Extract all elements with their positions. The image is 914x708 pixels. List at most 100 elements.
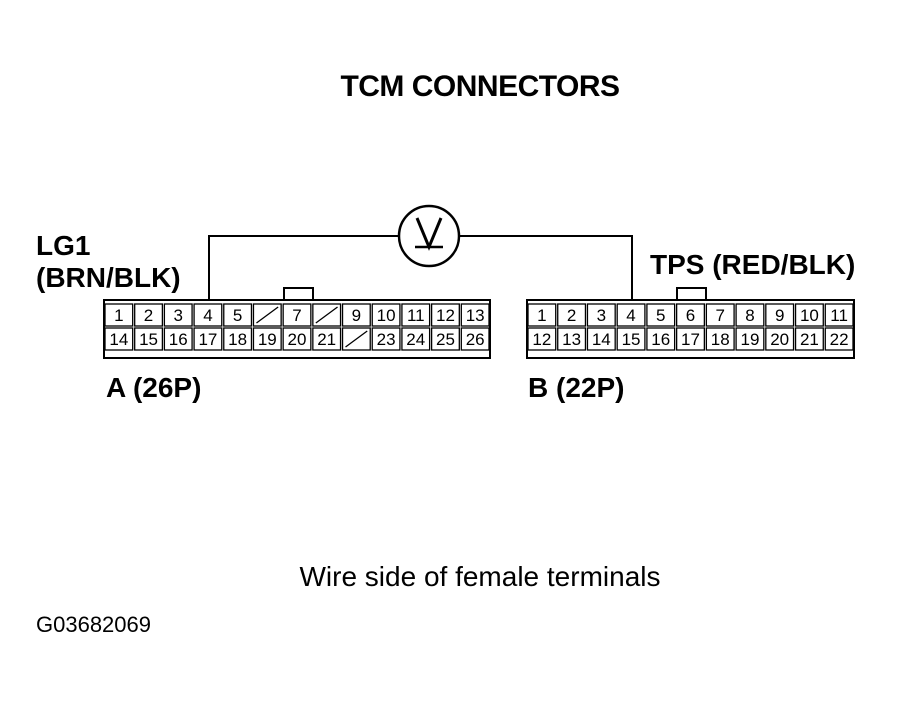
terminal-number: 7 (715, 306, 724, 325)
terminal-cell (312, 327, 342, 351)
terminal-cell (104, 327, 134, 351)
terminal-cell (527, 303, 557, 327)
terminal-cell (824, 327, 854, 351)
terminal-number: 11 (830, 306, 848, 325)
terminal-number: 8 (745, 306, 754, 325)
connector-b-wire-label: TPS (RED/BLK) (650, 249, 856, 280)
terminal-number: 15 (139, 330, 158, 349)
unused-terminal-slash (345, 330, 368, 348)
terminal-cell (401, 303, 431, 327)
terminal-number: 3 (173, 306, 182, 325)
terminal-number: 16 (651, 330, 670, 349)
terminal-cell (586, 327, 616, 351)
terminal-cell (675, 303, 706, 327)
terminal-cell (163, 327, 193, 351)
terminal-number: 26 (466, 330, 485, 349)
unused-terminal-slash (315, 306, 338, 324)
terminal-cell (282, 327, 312, 351)
terminal-cell (104, 303, 134, 327)
terminal-number: 7 (292, 306, 301, 325)
connector-a-label: A (26P) (106, 372, 202, 403)
terminal-cell (735, 303, 765, 327)
terminal-cell (794, 327, 824, 351)
terminal-number: 2 (567, 306, 576, 325)
terminal-number: 1 (114, 306, 123, 325)
terminal-number: 4 (626, 306, 635, 325)
terminal-cell (282, 303, 312, 327)
terminal-number: 18 (711, 330, 730, 349)
terminal-cell (193, 327, 223, 351)
terminal-number: 16 (169, 330, 188, 349)
terminal-number: 2 (144, 306, 153, 325)
terminal-cell (824, 303, 854, 327)
terminal-cell (765, 303, 795, 327)
terminal-number: 11 (407, 306, 425, 325)
voltmeter-icon (397, 204, 461, 268)
caption: Wire side of female terminals (299, 561, 661, 592)
terminal-cell (586, 303, 616, 327)
terminal-cell (646, 327, 676, 351)
terminal-cell (557, 327, 587, 351)
terminal-number: 9 (352, 306, 361, 325)
terminal-cell (371, 303, 401, 327)
terminal-number: 5 (656, 306, 665, 325)
terminal-number: 22 (830, 330, 849, 349)
terminal-number: 25 (436, 330, 455, 349)
terminal-cell (134, 327, 164, 351)
terminal-number: 24 (406, 330, 425, 349)
terminal-number: 3 (597, 306, 606, 325)
unused-terminal-slash (256, 306, 279, 324)
terminal-number: 23 (377, 330, 396, 349)
terminal-number: 9 (775, 306, 784, 325)
terminal-cell (401, 327, 431, 351)
terminal-cell (371, 327, 401, 351)
terminal-number: 13 (466, 306, 485, 325)
terminal-number: 14 (109, 330, 128, 349)
connector-a-wire-label-line2: (BRN/BLK) (36, 262, 181, 293)
terminal-number: 12 (532, 330, 551, 349)
terminal-cell (341, 303, 371, 327)
terminal-cell (134, 303, 164, 327)
connector-a-wire-label-line1: LG1 (36, 230, 91, 261)
terminal-number: 5 (233, 306, 242, 325)
terminal-number: 12 (436, 306, 455, 325)
terminal-cell (557, 303, 587, 327)
terminal-cell (460, 303, 490, 327)
terminal-number: 17 (198, 330, 217, 349)
terminal-cell (675, 327, 706, 351)
terminal-cell (646, 303, 676, 327)
terminal-number: 14 (592, 330, 611, 349)
terminal-cell (705, 327, 735, 351)
terminal-number: 17 (681, 330, 700, 349)
terminal-cell (705, 303, 735, 327)
terminal-cell (163, 303, 193, 327)
terminal-cell (430, 303, 460, 327)
terminal-number: 18 (228, 330, 247, 349)
terminal-cell (430, 327, 460, 351)
terminal-cell (252, 327, 282, 351)
terminal-cell (223, 303, 253, 327)
probe-wire-a (208, 235, 399, 299)
terminal-cell (527, 327, 557, 351)
terminal-cell (616, 327, 646, 351)
terminal-cell (616, 303, 646, 327)
terminal-number: 10 (800, 306, 819, 325)
terminal-number: 6 (686, 306, 695, 325)
terminal-number: 21 (800, 330, 819, 349)
terminal-number: 20 (288, 330, 307, 349)
terminal-number: 4 (203, 306, 212, 325)
probe-wire-b (459, 235, 633, 299)
terminal-cell (460, 327, 490, 351)
terminal-number: 19 (258, 330, 277, 349)
diagram-title: TCM CONNECTORS (340, 70, 620, 103)
terminal-number: 19 (740, 330, 759, 349)
terminal-number: 15 (622, 330, 641, 349)
terminal-cell (193, 303, 223, 327)
terminal-number: 20 (770, 330, 789, 349)
terminal-cell (794, 303, 824, 327)
terminal-cell (735, 327, 765, 351)
connector-b-label: B (22P) (528, 372, 625, 403)
terminal-number: 10 (377, 306, 396, 325)
terminal-number: 21 (317, 330, 336, 349)
